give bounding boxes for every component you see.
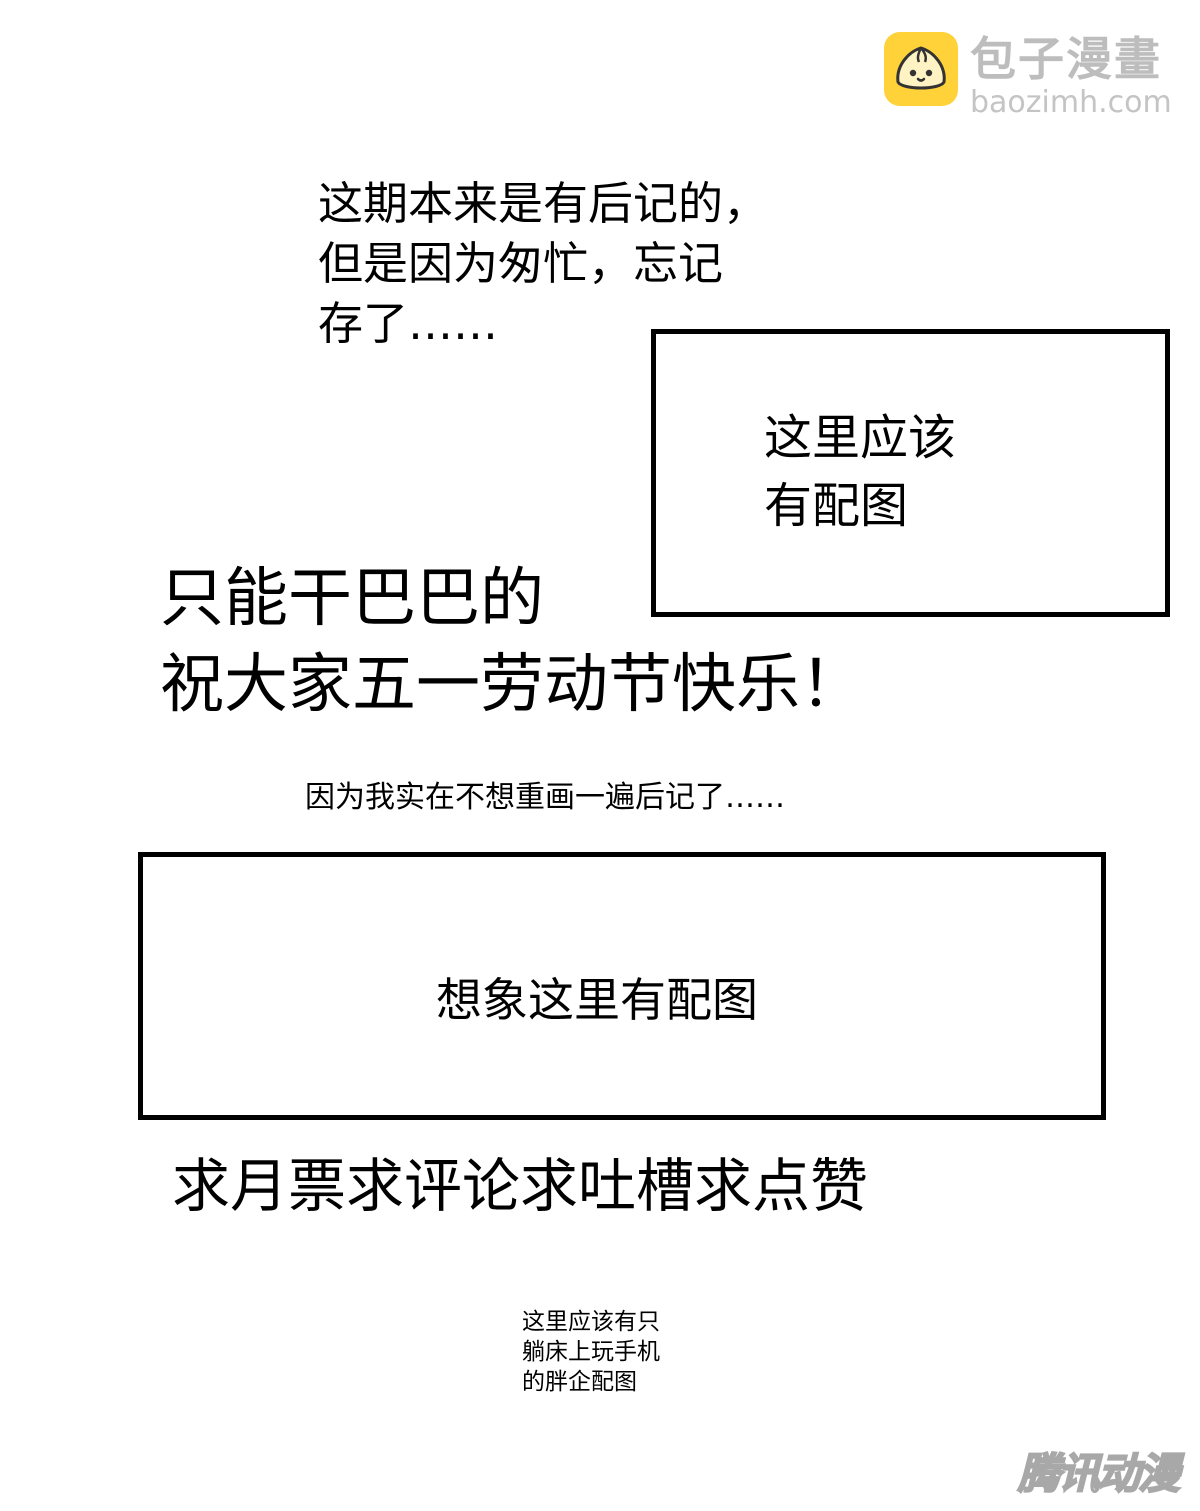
holiday-wish: 只能干巴巴的 祝大家五一劳动节快乐！ — [160, 556, 864, 728]
intro-line-3: 存了…… — [318, 297, 499, 350]
caption-line-2: 躺床上玩手机 — [522, 1339, 660, 1365]
placeholder-box-2-text: 想象这里有配图 — [436, 973, 758, 1027]
placeholder-box-1-line-1: 这里应该 — [764, 410, 957, 466]
site-logo: 包子漫畫 baozimh.com — [884, 32, 1180, 120]
intro-line-2: 但是因为匆忙，忘记 — [318, 237, 724, 290]
note-text: 因为我实在不想重画一遍后记了…… — [305, 780, 785, 815]
intro-text: 这期本来是有后记的， 但是因为匆忙，忘记 存了…… — [318, 174, 768, 354]
wish-line-2: 祝大家五一劳动节快乐！ — [160, 648, 864, 722]
caption-line-3: 的胖企配图 — [522, 1369, 637, 1395]
wish-line-1: 只能干巴巴的 — [160, 562, 544, 636]
placeholder-box-1: 这里应该 有配图 — [651, 329, 1170, 617]
placeholder-box-1-line-2: 有配图 — [764, 478, 909, 534]
caption-text: 这里应该有只 躺床上玩手机 的胖企配图 — [522, 1307, 660, 1397]
logo-url: baozimh.com — [970, 85, 1172, 120]
placeholder-box-1-text: 这里应该 有配图 — [764, 404, 956, 540]
intro-line-1: 这期本来是有后记的， — [318, 177, 769, 230]
request-text: 求月票求评论求吐槽求点赞 — [172, 1152, 869, 1220]
watermark: 腾讯动漫 — [1017, 1448, 1181, 1499]
bun-face-icon — [884, 32, 958, 106]
caption-line-1: 这里应该有只 — [522, 1309, 660, 1335]
placeholder-box-2: 想象这里有配图 — [138, 852, 1106, 1120]
logo-name: 包子漫畫 — [970, 32, 1162, 86]
